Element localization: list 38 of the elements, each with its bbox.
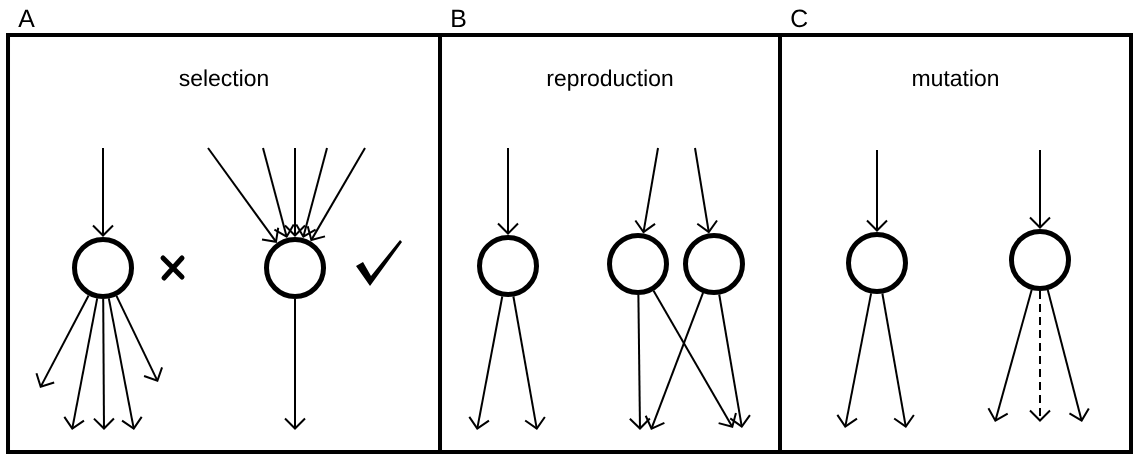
arrow xyxy=(115,294,164,382)
node-label: A xyxy=(18,9,35,27)
arrow xyxy=(468,295,504,430)
node-label: C xyxy=(791,9,808,28)
circle xyxy=(607,233,669,295)
circle xyxy=(846,232,908,294)
circle xyxy=(72,237,134,299)
arrow xyxy=(63,297,99,430)
arrow xyxy=(284,298,306,430)
arrow xyxy=(987,288,1033,422)
arrow xyxy=(881,292,915,428)
arrow xyxy=(107,297,143,430)
arrow xyxy=(1046,289,1090,422)
arrow xyxy=(866,149,888,232)
circle xyxy=(477,235,539,297)
arrow xyxy=(207,147,280,243)
arrow xyxy=(306,147,366,242)
arrow xyxy=(92,147,114,237)
circle xyxy=(1009,229,1071,291)
arrow xyxy=(652,289,737,428)
arrow xyxy=(35,294,90,388)
arrow xyxy=(295,147,328,239)
arrow xyxy=(92,298,115,430)
circle xyxy=(264,237,326,299)
arrow xyxy=(1029,290,1051,422)
arrow xyxy=(497,147,519,235)
arrow xyxy=(634,147,659,234)
arrow xyxy=(284,147,306,237)
arrow xyxy=(694,147,718,234)
arrow xyxy=(836,292,873,428)
circle xyxy=(683,233,745,295)
node-label: B xyxy=(452,9,466,27)
arrow xyxy=(512,295,546,430)
arrow xyxy=(718,293,751,428)
arrow xyxy=(644,291,704,430)
arrow xyxy=(262,147,295,239)
arrow xyxy=(628,294,651,430)
arrow xyxy=(1029,149,1051,229)
